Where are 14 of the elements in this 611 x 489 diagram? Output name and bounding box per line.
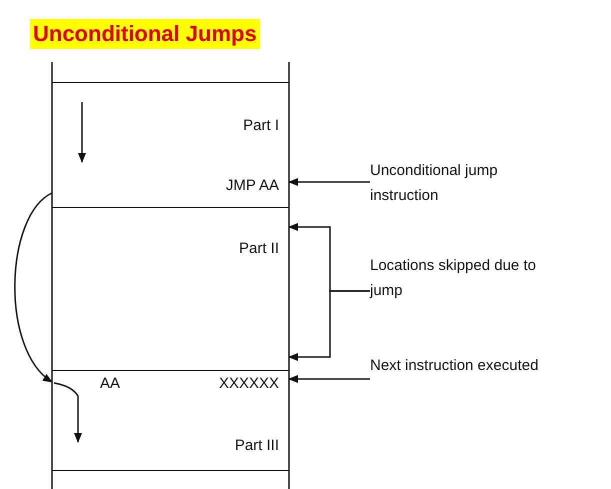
block-label: Part III — [234, 437, 279, 455]
title: Unconditional Jumps — [30, 19, 260, 49]
arrow — [288, 290, 370, 361]
arrow — [288, 375, 370, 383]
arrow — [288, 178, 370, 186]
block-label: XXXXXX — [218, 375, 279, 393]
block-label: Part I — [243, 117, 279, 135]
block-label: Part II — [238, 240, 279, 258]
arrow — [14, 192, 53, 383]
block-label: JMP AA — [226, 177, 279, 195]
annotation-text: Locations skipped due to jump — [370, 253, 570, 303]
block-label: AA — [100, 375, 120, 393]
annotation-text: Unconditional jump instruction — [370, 158, 570, 208]
annotation-text: Next instruction executed — [370, 353, 570, 403]
